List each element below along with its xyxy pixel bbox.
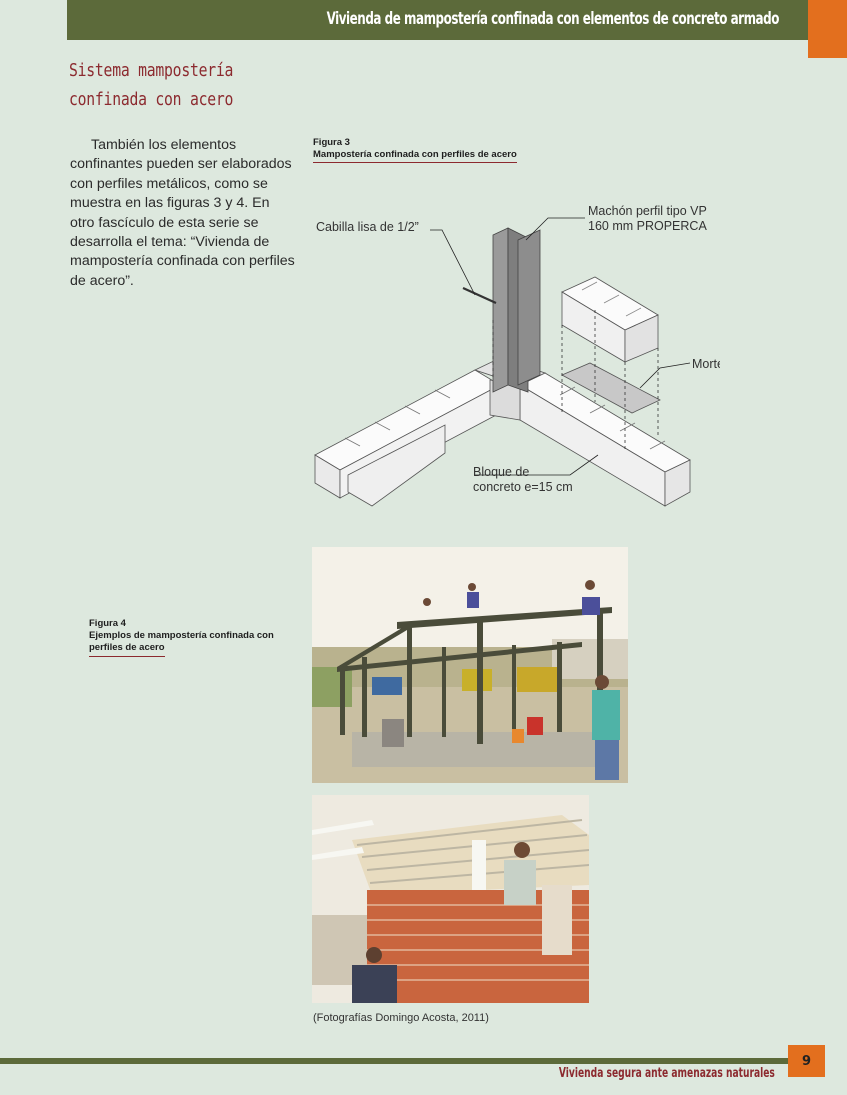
- footer-bar: [0, 1058, 800, 1064]
- label-cabilla: Cabilla lisa de 1/2”: [316, 220, 419, 234]
- header-title: Vivienda de mampostería confinada con el…: [326, 9, 780, 29]
- section-title: Sistema mampostería confinada con acero: [69, 60, 234, 110]
- mortar-layer: [561, 362, 661, 414]
- corner-tab: [808, 0, 847, 58]
- label-machon-2: 160 mm PROPERCA: [588, 219, 707, 233]
- right-wall-end: [664, 459, 691, 507]
- steel-column-flange: [492, 227, 509, 393]
- label-bloque-1: Bloque de: [473, 465, 529, 479]
- figure4-label: Figura 4: [89, 618, 126, 629]
- label-machon-1: Machón perfil tipo VP: [588, 204, 707, 218]
- body-paragraph: También los elementos confinantes pueden…: [70, 137, 295, 289]
- figure3-diagram: Cabilla lisa de 1/2” Machón perfil tipo …: [314, 204, 720, 507]
- figure4-title: Ejemplos de mampostería confinada con pe…: [89, 630, 274, 653]
- construction-photo-steel-frame: [312, 547, 628, 783]
- construction-photo-brick-wall: [312, 795, 589, 1003]
- figure3-caption: Figura 3 Mampostería confinada con perfi…: [313, 137, 517, 163]
- label-mortero: Mortero: [692, 357, 720, 371]
- figure4-caption: Figura 4 Ejemplos de mampostería confina…: [89, 618, 289, 657]
- figure3-label: Figura 3: [313, 137, 350, 148]
- rebar: [462, 286, 497, 305]
- left-lower-block: [347, 424, 446, 507]
- label-bloque-2: concreto e=15 cm: [473, 480, 573, 494]
- page-number: 9: [788, 1045, 825, 1077]
- footer-text: Vivienda segura ante amenazas naturales: [559, 1066, 775, 1081]
- header-bar: Vivienda de mampostería confinada con el…: [67, 0, 825, 40]
- figure3-title: Mampostería confinada con perfiles de ac…: [313, 149, 517, 163]
- photo-credit: (Fotografías Domingo Acosta, 2011): [313, 1012, 489, 1024]
